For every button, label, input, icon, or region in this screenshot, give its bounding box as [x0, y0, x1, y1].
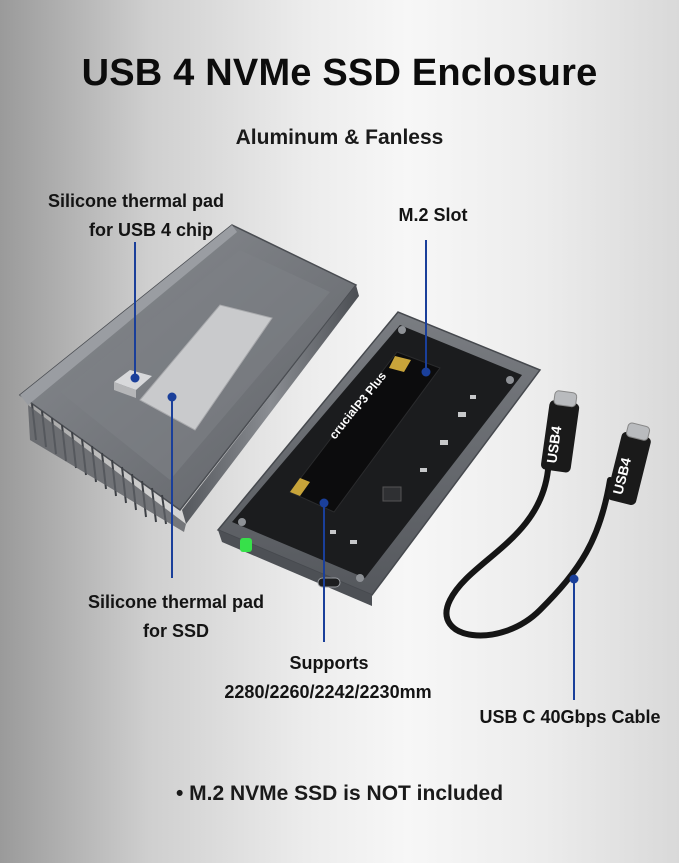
not-included-note: • M.2 NVMe SSD is NOT included	[175, 782, 504, 805]
callout-supports-line-2: 2280/2260/2242/2230mm	[224, 682, 432, 702]
callout-cable: USB C 40Gbps Cable	[479, 707, 661, 727]
pointer-m2-slot	[425, 240, 427, 370]
callout-chip-pad-line-1: Silicone thermal pad	[47, 191, 225, 211]
callout-supports-line-1: Supports	[289, 653, 369, 673]
page-title: USB 4 NVMe SSD Enclosure	[81, 52, 598, 94]
usb-c-port	[317, 577, 341, 588]
pointer-dot-supports	[319, 498, 329, 508]
page-subtitle: Aluminum & Fanless	[235, 126, 444, 149]
pointer-dot-chip-pad	[130, 373, 140, 383]
cable-connector-label-1: USB4	[543, 425, 564, 464]
callout-chip-thermal-pad: Silicone thermal pad for USB 4 chip	[26, 187, 246, 245]
pointer-chip-pad	[134, 242, 136, 376]
pointer-supports	[323, 504, 325, 642]
heatsink-lid	[18, 224, 359, 532]
usb-c-cable: USB4 USB4	[443, 390, 651, 639]
status-led	[240, 538, 252, 552]
callout-ssd-pad-line-1: Silicone thermal pad	[87, 592, 265, 612]
callout-supports: Supports 2280/2260/2242/2230mm	[200, 649, 470, 707]
enclosure-tray: crucial P3 Plus	[216, 311, 542, 606]
pointer-dot-m2-slot	[421, 367, 431, 377]
callout-ssd-pad-line-2: for SSD	[142, 621, 209, 641]
pointer-dot-cable	[569, 574, 579, 584]
callout-ssd-thermal-pad: Silicone thermal pad for SSD	[56, 588, 296, 646]
callout-chip-pad-line-2: for USB 4 chip	[88, 220, 213, 240]
pointer-dot-ssd-pad	[167, 392, 177, 402]
callout-m2-slot: M.2 Slot	[398, 205, 468, 225]
pointer-cable	[573, 580, 575, 700]
pointer-ssd-pad	[171, 398, 173, 578]
